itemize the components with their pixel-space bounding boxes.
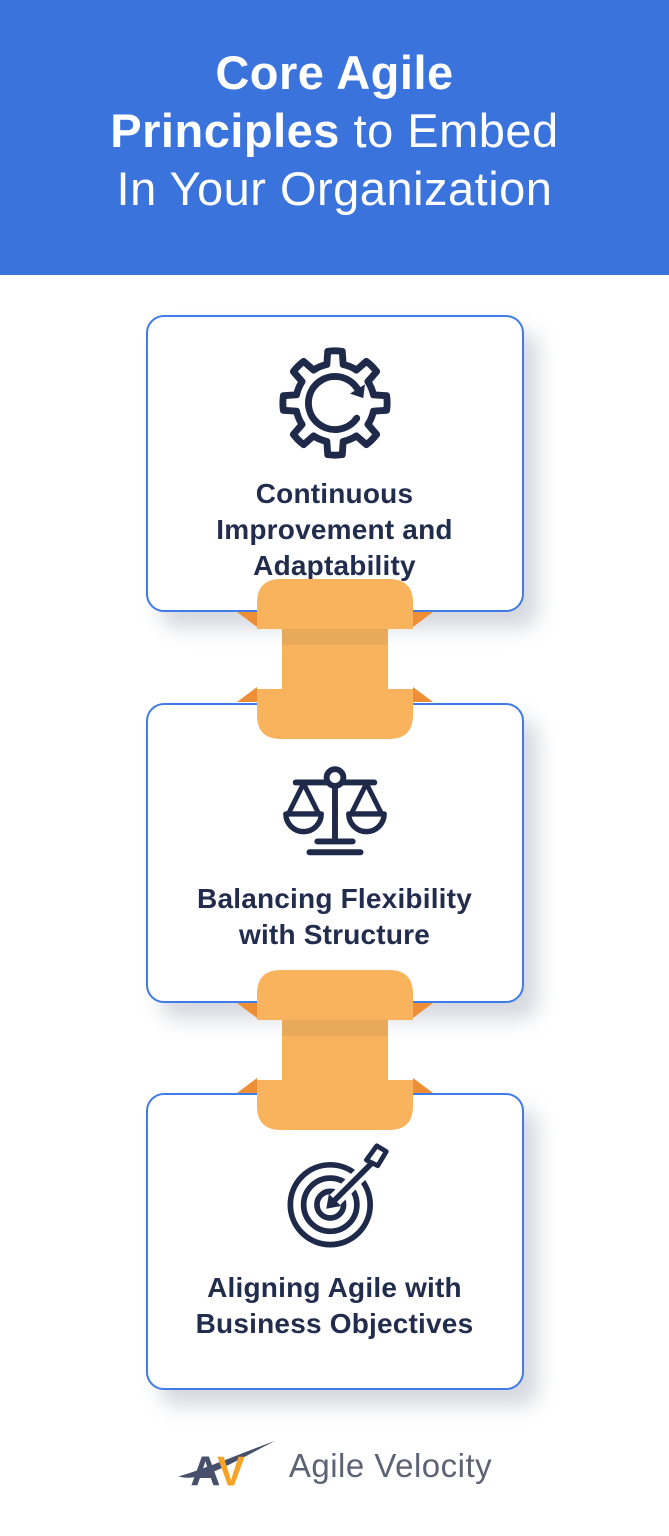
title-line-3: In Your Organization [0,160,669,218]
title-line-1: Core Agile [0,44,669,102]
balance-scale-icon [282,766,387,856]
title-line-2: Principles to Embed [0,102,669,160]
monogram-letter-a: A [190,1447,220,1494]
title-regular-part: In Your Organization [116,162,553,215]
card-title: Continuous Improvement and Adaptability [216,477,453,581]
card-title: Aligning Agile with Business Objectives [195,1271,474,1339]
header-banner: Core Agile Principles to Embed In Your O… [0,0,669,275]
title-bold-part: Principles [110,104,340,157]
page-title: Core Agile Principles to Embed In Your O… [0,0,669,218]
ribbon-shape [236,579,433,739]
title-regular-part: to Embed [339,104,559,157]
ribbon-shape [236,970,433,1130]
gear-refresh-icon [278,346,391,459]
principle-card-balancing-flexibility: Balancing Flexibility with Structure [145,703,524,1003]
connector-ribbon [0,579,669,739]
logo-text: Agile Velocity [288,1447,493,1484]
cards-stack: Continuous Improvement and Adaptability [0,275,669,1390]
principle-card-aligning-agile: Aligning Agile with Business Objectives [145,1093,524,1390]
target-arrow-icon [287,1142,389,1247]
av-monogram-icon: A V [178,1440,275,1494]
connector-ribbon [0,970,669,1130]
title-bold-part: Core Agile [215,46,454,99]
principle-card-continuous-improvement: Continuous Improvement and Adaptability [145,315,524,612]
av-logo: A V Agile Velocity [0,1436,669,1496]
monogram-letter-v: V [217,1447,245,1494]
card-title: Balancing Flexibility with Structure [197,883,472,950]
